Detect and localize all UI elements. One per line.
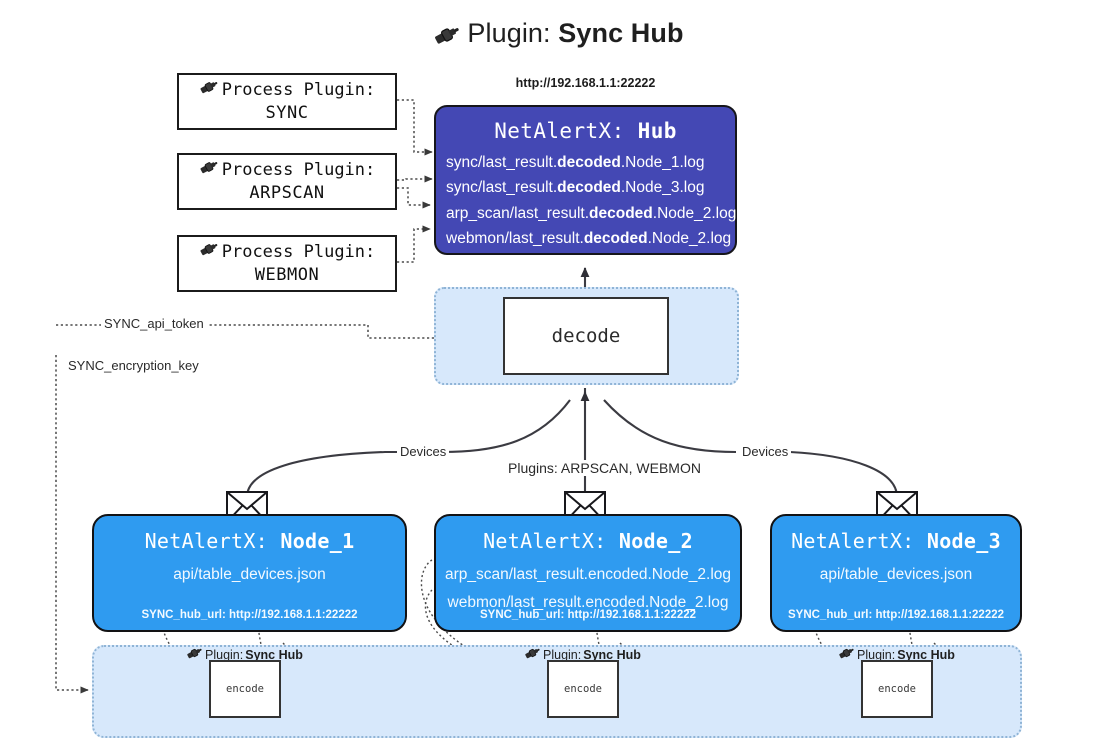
node-footer: SYNC_hub_url: http://192.168.1.1:22222 xyxy=(787,609,1005,621)
sync-encryption-key-label: SYNC_encryption_key xyxy=(65,358,202,373)
plug-icon xyxy=(199,159,219,181)
process-plugin-name: SYNC xyxy=(265,102,309,123)
edge-label-devices-left: Devices xyxy=(397,444,450,459)
process-plugin-webmon[interactable]: Process Plugin: WEBMON xyxy=(177,235,397,292)
plug-icon xyxy=(433,22,461,53)
node-3[interactable]: NetAlertX: Node_3 api/table_devices.json… xyxy=(770,514,1022,632)
plug-icon xyxy=(199,241,219,263)
hub-url-label: http://192.168.1.1:22222 xyxy=(515,76,656,90)
process-plugin-name: WEBMON xyxy=(254,264,320,285)
hub-log-line: sync/last_result.decoded.Node_1.log xyxy=(446,154,705,171)
plug-icon xyxy=(838,646,855,663)
process-plugin-label: Process Plugin: xyxy=(221,160,376,181)
process-plugin-sync[interactable]: Process Plugin: SYNC xyxy=(177,73,397,130)
process-plugin-name: ARPSCAN xyxy=(249,182,325,203)
process-plugin-label: Process Plugin: xyxy=(221,80,376,101)
node-line: webmon/last_result.encoded.Node_2.log xyxy=(447,594,729,612)
node-title: NetAlertX: Node_1 xyxy=(144,529,355,553)
hub-log-line: webmon/last_result.decoded.Node_2.log xyxy=(446,230,732,248)
node-1[interactable]: NetAlertX: Node_1 api/table_devices.json… xyxy=(92,514,407,632)
encoder-plugin-label-1: Plugin: Sync Hub xyxy=(186,646,303,663)
plug-icon xyxy=(524,646,541,663)
hub-title-prefix: NetAlertX: xyxy=(494,119,625,143)
hub-title-name: Hub xyxy=(637,119,677,143)
node-title: NetAlertX: Node_3 xyxy=(791,529,1001,553)
encode-box-1[interactable]: encode xyxy=(209,660,281,718)
plug-icon xyxy=(186,646,203,663)
hub-log-line: arp_scan/last_result.decoded.Node_2.log xyxy=(446,204,737,222)
node-footer: SYNC_hub_url: http://192.168.1.1:22222 xyxy=(479,609,697,621)
sync-api-token-label: SYNC_api_token xyxy=(101,316,207,331)
hub-log-line: sync/last_result.decoded.Node_3.log xyxy=(446,179,705,197)
plug-icon xyxy=(199,79,219,101)
node-footer: SYNC_hub_url: http://192.168.1.1:22222 xyxy=(141,609,358,621)
page-title: Plugin: Sync Hub xyxy=(0,18,1117,53)
hub-title: NetAlertX: Hub xyxy=(436,119,735,143)
process-plugin-label: Process Plugin: xyxy=(221,242,376,263)
encoder-plugin-label-3: Plugin: Sync Hub xyxy=(838,646,955,663)
title-name: Sync Hub xyxy=(558,18,684,48)
encode-box-3[interactable]: encode xyxy=(861,660,933,718)
encode-box-2[interactable]: encode xyxy=(547,660,619,718)
encoder-plugin-label-2: Plugin: Sync Hub xyxy=(524,646,641,663)
edge-label-devices-right: Devices xyxy=(739,444,792,459)
hub-node[interactable]: NetAlertX: Hub sync/last_result.decoded.… xyxy=(434,105,737,255)
decode-box[interactable]: decode xyxy=(503,297,669,375)
node-title: NetAlertX: Node_2 xyxy=(483,529,693,553)
node-line: api/table_devices.json xyxy=(819,566,973,583)
node-line: api/table_devices.json xyxy=(173,566,326,583)
title-prefix: Plugin: xyxy=(467,18,551,48)
edge-label-plugins: Plugins: ARPSCAN, WEBMON xyxy=(505,460,704,476)
node-line: arp_scan/last_result.encoded.Node_2.log xyxy=(444,566,732,583)
process-plugin-arpscan[interactable]: Process Plugin: ARPSCAN xyxy=(177,153,397,210)
node-2[interactable]: NetAlertX: Node_2 arp_scan/last_result.e… xyxy=(434,514,742,632)
